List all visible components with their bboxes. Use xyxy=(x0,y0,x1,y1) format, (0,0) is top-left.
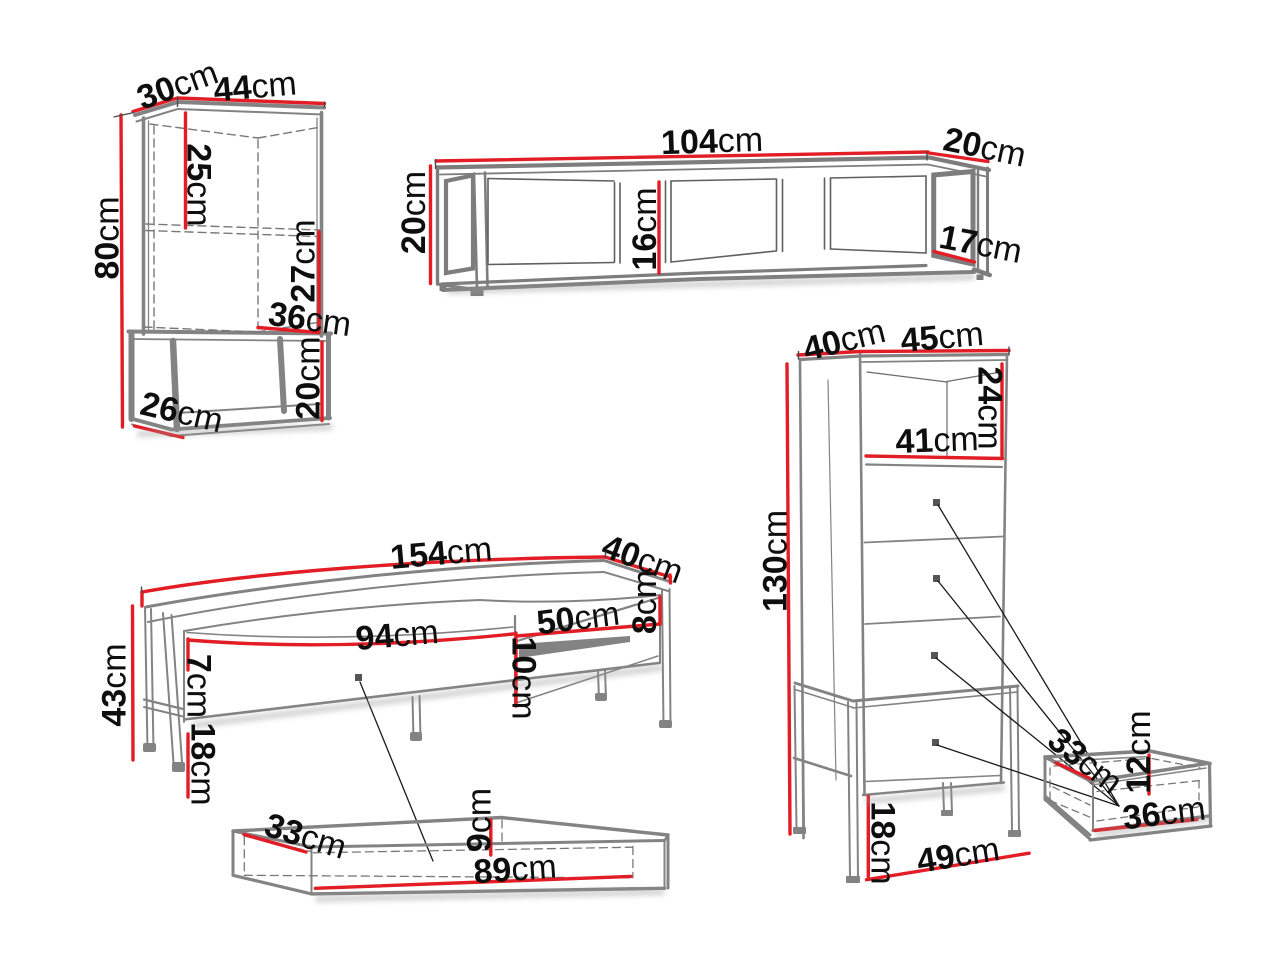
svg-text:18cm: 18cm xyxy=(864,801,902,884)
svg-text:130cm: 130cm xyxy=(757,510,795,612)
svg-text:89cm: 89cm xyxy=(472,848,558,892)
svg-text:16cm: 16cm xyxy=(626,187,664,270)
svg-text:43cm: 43cm xyxy=(96,643,134,726)
svg-text:26cm: 26cm xyxy=(137,385,227,441)
svg-text:33cm: 33cm xyxy=(260,806,351,867)
svg-text:45cm: 45cm xyxy=(899,315,985,360)
svg-text:25cm: 25cm xyxy=(180,143,218,226)
svg-text:50cm: 50cm xyxy=(535,595,622,643)
svg-text:9cm: 9cm xyxy=(461,788,499,852)
svg-text:20cm: 20cm xyxy=(940,120,1029,174)
svg-text:18cm: 18cm xyxy=(184,722,222,805)
svg-text:49cm: 49cm xyxy=(914,830,1002,881)
svg-text:12cm: 12cm xyxy=(1120,710,1158,793)
svg-text:80cm: 80cm xyxy=(89,196,127,279)
svg-text:94cm: 94cm xyxy=(354,613,440,658)
svg-text:24cm: 24cm xyxy=(971,366,1009,449)
svg-text:36cm: 36cm xyxy=(1121,790,1208,838)
svg-text:27cm: 27cm xyxy=(285,219,323,302)
svg-text:20cm: 20cm xyxy=(395,171,433,254)
svg-text:44cm: 44cm xyxy=(212,64,298,109)
svg-text:154cm: 154cm xyxy=(389,530,494,577)
svg-text:17cm: 17cm xyxy=(936,218,1025,271)
svg-text:36cm: 36cm xyxy=(266,295,354,344)
svg-text:8cm: 8cm xyxy=(626,570,664,634)
svg-text:20cm: 20cm xyxy=(290,336,328,419)
svg-text:104cm: 104cm xyxy=(660,121,763,163)
svg-text:41cm: 41cm xyxy=(895,420,979,461)
svg-text:10cm: 10cm xyxy=(505,636,543,719)
svg-text:7cm: 7cm xyxy=(180,654,218,718)
